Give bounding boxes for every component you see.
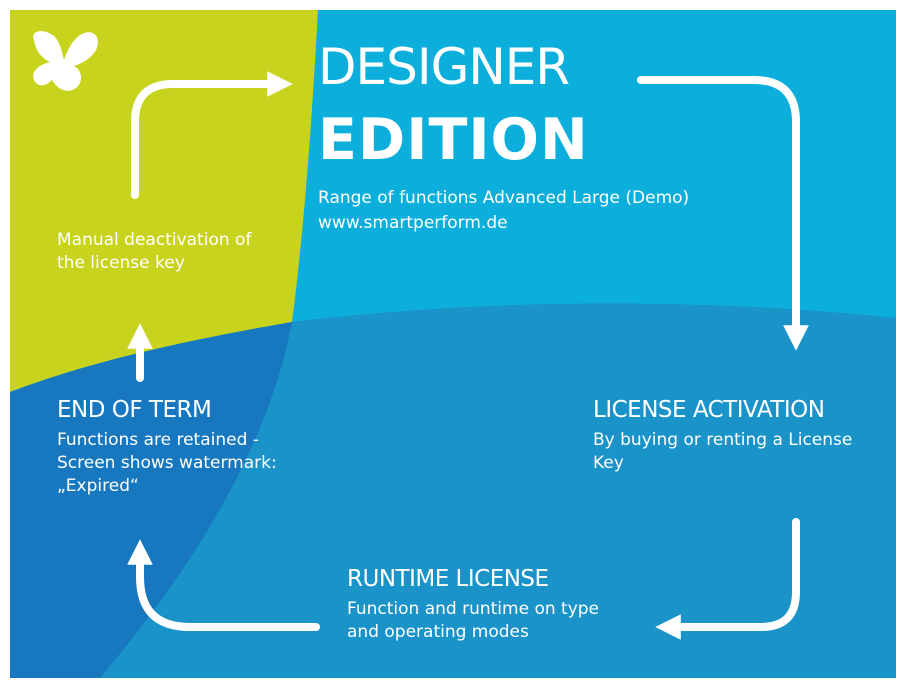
end-of-term-line: „Expired“ [57, 476, 139, 496]
runtime-license-heading: RUNTIME LICENSE [347, 566, 549, 592]
end-of-term-line: Screen shows watermark: [57, 453, 277, 473]
title-edition: EDITION [318, 107, 589, 173]
subtitle-range: Range of functions Advanced Large (Demo) [318, 188, 690, 208]
end-of-term-heading: END OF TERM [57, 397, 212, 423]
arrow-down-left-icon [655, 518, 800, 640]
manual-deactivation-line: Manual deactivation of [57, 230, 252, 250]
bg-mid-blue [100, 303, 896, 678]
end-of-term-text: Functions are retained - Screen shows wa… [57, 429, 277, 498]
arrow-right-down-icon [637, 76, 809, 351]
subtitle-url: www.smartperform.de [318, 213, 508, 233]
bg-dark-blue [10, 322, 292, 678]
manual-deactivation-line: the license key [57, 253, 185, 273]
runtime-license-line: and operating modes [347, 622, 529, 642]
runtime-license-line: Function and runtime on type [347, 599, 600, 619]
runtime-license-text: Function and runtime on type and operati… [347, 598, 599, 644]
license-activation-heading: LICENSE ACTIVATION [593, 397, 825, 423]
license-activation-text: By buying or renting a License Key [593, 429, 852, 475]
license-activation-line: By buying or renting a License [593, 430, 853, 450]
manual-deactivation-text: Manual deactivation of the license key [57, 229, 251, 275]
butterfly-logo-icon [33, 31, 99, 91]
bg-lime [10, 10, 318, 392]
title-designer: DESIGNER [318, 38, 570, 96]
license-activation-line: Key [593, 453, 624, 473]
end-of-term-line: Functions are retained - [57, 430, 259, 450]
arrow-left-up-icon [127, 539, 320, 631]
arrow-up-right-icon [131, 71, 293, 199]
